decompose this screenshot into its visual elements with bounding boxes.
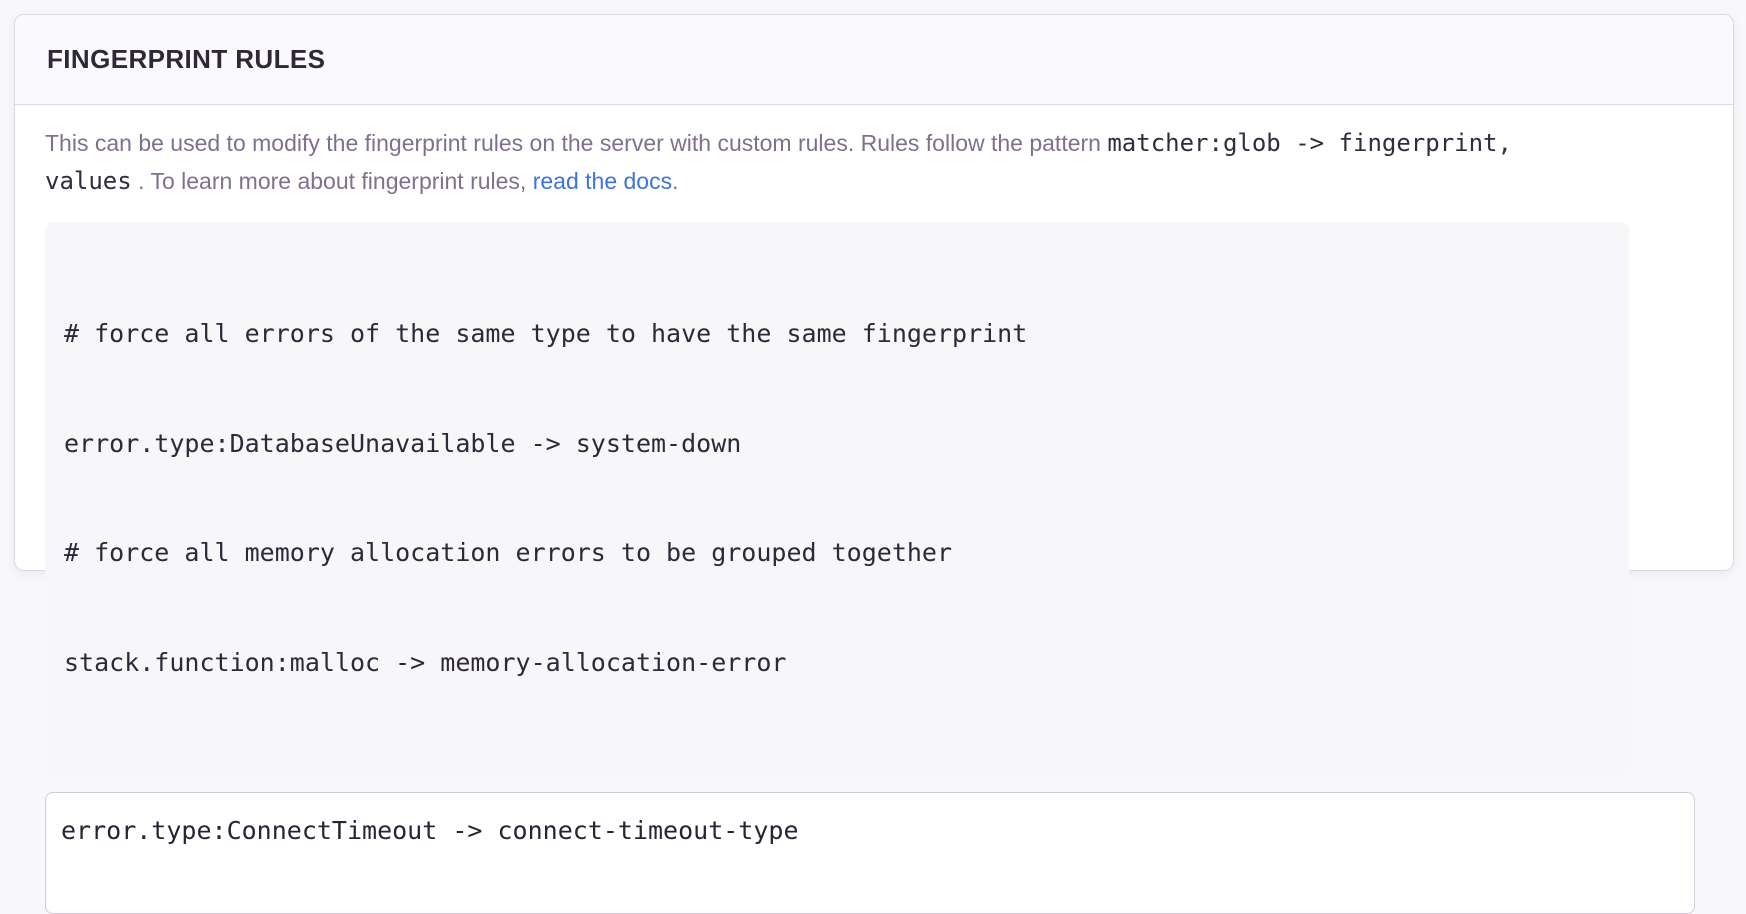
panel-title: FINGERPRINT RULES — [47, 44, 326, 74]
fingerprint-rules-panel: FINGERPRINT RULES This can be used to mo… — [14, 14, 1734, 914]
example-rules-code-block: # force all errors of the same type to h… — [45, 222, 1629, 775]
fingerprint-rules-input[interactable]: error.type:ConnectTimeout -> connect-tim… — [45, 792, 1695, 914]
description-text-2: . To learn more about fingerprint rules, — [131, 168, 533, 194]
code-line: error.type:DatabaseUnavailable -> system… — [64, 428, 742, 458]
description: This can be used to modify the fingerpri… — [45, 124, 1697, 200]
read-the-docs-link[interactable]: read the docs — [532, 168, 673, 194]
pattern-inline-code: matcher:glob -> fingerprint, — [1107, 129, 1512, 157]
description-line-2: values . To learn more about fingerprint… — [45, 162, 1697, 200]
description-text: This can be used to modify the fingerpri… — [45, 130, 1108, 156]
code-line: # force all errors of the same type to h… — [64, 319, 1028, 348]
code-line: # force all memory allocation errors to … — [64, 538, 953, 567]
pattern-inline-code-values: values — [45, 167, 132, 195]
description-period: . — [672, 168, 679, 194]
panel-body: This can be used to modify the fingerpri… — [15, 105, 1733, 914]
panel-header: FINGERPRINT RULES — [15, 15, 1733, 105]
code-line: stack.function:malloc -> memory-allocati… — [64, 647, 787, 677]
description-line-1: This can be used to modify the fingerpri… — [45, 124, 1697, 162]
